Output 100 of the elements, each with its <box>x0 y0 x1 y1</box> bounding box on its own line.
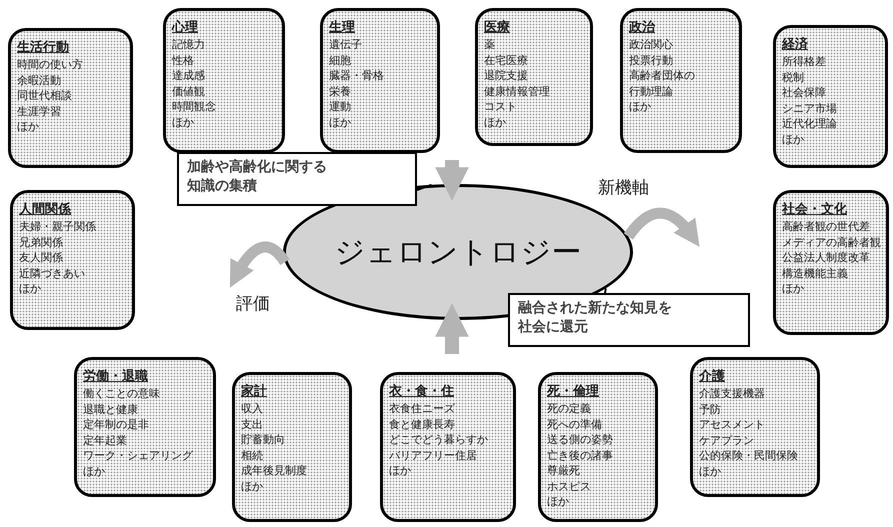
topic-item: どこでどう暮らすか <box>389 432 488 448</box>
category-box <box>320 8 440 153</box>
topic-item: 達成感 <box>172 68 205 84</box>
category-box <box>773 190 889 335</box>
topic-item: 近隣づきあい <box>19 266 85 281</box>
topic-item: メディアの高齢者観 <box>782 234 881 250</box>
topic-item: 友人関係 <box>19 250 63 266</box>
topic-item: 所得格差 <box>782 54 826 70</box>
topic-item: コスト <box>484 99 517 114</box>
topic-item: ほか <box>782 281 804 296</box>
topic-item: ホスピス <box>547 478 591 494</box>
topic-item: 死の定義 <box>547 401 591 416</box>
topic-item: 遺伝子 <box>329 37 362 52</box>
topic-item: ほか <box>484 114 506 130</box>
topic-item: 生涯学習 <box>17 104 61 119</box>
topic-item: 相続 <box>241 448 263 463</box>
callout-box <box>508 293 750 347</box>
topic-item: 公益法人制度改革 <box>782 250 870 266</box>
topic-item: 死への準備 <box>547 416 602 432</box>
topic-item: 支出 <box>241 416 263 432</box>
box-heading: 衣・食・住 <box>389 383 454 401</box>
topic-item: 投票行動 <box>629 52 673 68</box>
box-heading: 死・倫理 <box>547 383 599 401</box>
topic-item: ほか <box>19 281 41 296</box>
box-heading: 心理 <box>172 19 198 37</box>
category-box <box>163 8 285 153</box>
box-heading: 人間関係 <box>19 201 71 219</box>
topic-item: 同世代相談 <box>17 88 72 104</box>
block-arrow <box>435 160 469 201</box>
topic-item: 介護支援機器 <box>699 386 765 402</box>
topic-item: 記憶力 <box>172 37 205 52</box>
topic-item: 予防 <box>699 402 721 417</box>
topic-item: 衣食住ニーズ <box>389 401 455 416</box>
topic-item: ほか <box>172 114 194 130</box>
topic-item: 栄養 <box>329 84 351 99</box>
category-box <box>232 372 352 522</box>
topic-item: 定年制の是非 <box>83 417 149 432</box>
topic-item: 働くことの意味 <box>83 386 160 402</box>
topic-item: ほか <box>629 99 651 114</box>
topic-item: 薬 <box>484 37 495 52</box>
box-heading: 労働・退職 <box>83 368 148 386</box>
topic-item: 時間観念 <box>172 99 216 114</box>
box-heading: 介護 <box>699 368 725 386</box>
box-heading: 生理 <box>329 19 355 37</box>
category-box <box>74 357 216 497</box>
topic-item: 収入 <box>241 401 263 416</box>
topic-item: 税制 <box>782 70 804 85</box>
topic-item: 時間の使い方 <box>17 57 83 72</box>
topic-item: 退職と健康 <box>83 402 138 417</box>
topic-item: アセスメント <box>699 417 765 432</box>
topic-item: 夫婦・親子関係 <box>19 219 96 234</box>
topic-item: 亡き後の諸事 <box>547 448 613 463</box>
callout-text: 加齢や高齢化に関する知識の集積 <box>187 158 328 196</box>
topic-item: 社会保障 <box>782 85 826 100</box>
topic-item: 性格 <box>172 52 194 68</box>
topic-item: 細胞 <box>329 52 351 68</box>
topic-item: 高齢者団体の行動理論 <box>629 68 696 99</box>
block-arrow <box>435 303 469 354</box>
topic-item: 尊厳死 <box>547 463 580 478</box>
box-heading: 政治 <box>629 19 655 37</box>
topic-item: 兄弟関係 <box>19 234 63 250</box>
box-heading: 社会・文化 <box>782 201 847 219</box>
category-box <box>475 8 593 146</box>
edge-label: 評価 <box>236 293 270 315</box>
box-heading: 家計 <box>241 383 267 401</box>
box-heading: 生活行動 <box>17 39 69 57</box>
topic-item: 近代化理論 <box>782 116 837 132</box>
topic-item: ほか <box>241 478 263 494</box>
edge-label: 新機軸 <box>598 177 649 199</box>
topic-item: 退院支援 <box>484 68 528 84</box>
box-heading: 経済 <box>782 36 808 54</box>
topic-item: ほか <box>547 494 569 510</box>
leader-line <box>604 288 607 294</box>
topic-item: ほか <box>782 132 804 147</box>
ellipse-title: ジェロントロジー <box>334 234 582 272</box>
topic-item: 臓器・骨格 <box>329 68 384 84</box>
category-box <box>380 372 516 522</box>
topic-item: 構造機能主義 <box>782 266 848 281</box>
category-box <box>773 25 888 168</box>
topic-item: 政治関心 <box>629 37 673 52</box>
category-box <box>620 8 742 153</box>
category-box <box>690 357 820 497</box>
topic-item: 定年起業 <box>83 432 127 448</box>
topic-item: 運動 <box>329 99 351 114</box>
leader-line <box>416 184 432 191</box>
topic-item: 余暇活動 <box>17 72 61 88</box>
topic-item: 送る側の姿勢 <box>547 432 613 448</box>
topic-item: 高齢者観の世代差 <box>782 219 870 234</box>
topic-item: シニア市場 <box>782 100 837 116</box>
topic-item: ケアプラン <box>699 432 754 448</box>
topic-item: ほか <box>83 464 105 479</box>
box-heading: 医療 <box>484 19 510 37</box>
topic-item: 価値観 <box>172 84 205 99</box>
topic-item: 成年後見制度 <box>241 463 307 478</box>
topic-item: 貯蓄動向 <box>241 432 285 448</box>
topic-item: 公的保険・民間保険 <box>699 448 798 464</box>
category-box <box>538 372 658 522</box>
callout-text: 融合された新たな知見を社会に還元 <box>518 299 673 337</box>
topic-item: ほか <box>699 464 721 479</box>
category-box <box>10 190 135 330</box>
